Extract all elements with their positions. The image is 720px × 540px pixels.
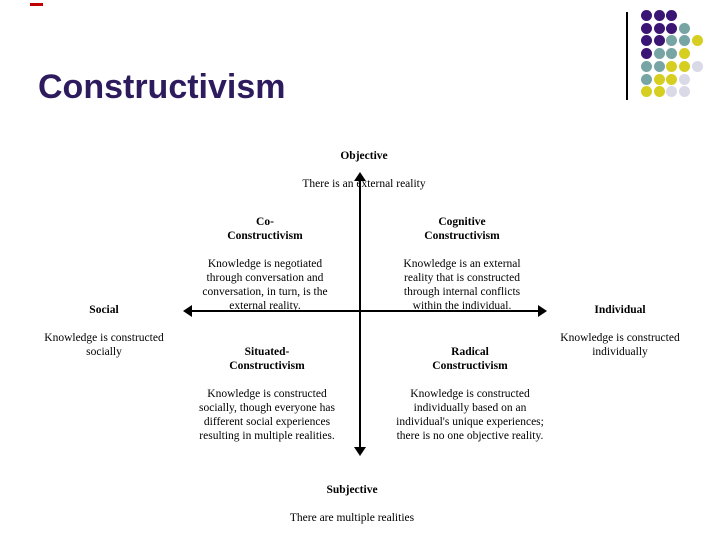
decoration-divider-line	[626, 12, 628, 100]
axis-title: Individual	[594, 304, 646, 316]
axis-title: Subjective	[326, 484, 378, 496]
decoration-dot	[653, 86, 665, 98]
arrow-down-icon	[354, 447, 366, 456]
quadrant-body: Knowledge is constructed socially, thoug…	[199, 388, 335, 442]
quadrant-body: Knowledge is constructed individually ba…	[396, 388, 544, 442]
decoration-dot	[653, 22, 665, 34]
decoration-dot	[666, 60, 678, 72]
page-title: Constructivism	[38, 68, 286, 106]
quadrant-title: Cognitive Constructivism	[424, 216, 500, 242]
axis-desc: Knowledge is constructed socially	[44, 332, 164, 358]
decoration-dot	[666, 73, 678, 85]
decoration-dot	[666, 48, 678, 60]
decoration-dot	[691, 60, 703, 72]
axis-title: Social	[89, 304, 119, 316]
decoration-dot	[641, 73, 652, 85]
decoration-dot	[691, 35, 703, 47]
decoration-dot	[679, 22, 691, 34]
vertical-axis-line	[359, 180, 361, 447]
decoration-dot	[679, 60, 691, 72]
decoration-dot	[653, 73, 665, 85]
red-dash-mark	[30, 3, 43, 6]
axis-label-individual: Individual Knowledge is constructed indi…	[530, 289, 710, 373]
quadrant-radical-constructivism: Radical Constructivism Knowledge is cons…	[380, 331, 560, 457]
decoration-dot	[666, 86, 678, 98]
arrow-right-icon	[538, 305, 547, 317]
decoration-dot	[679, 73, 691, 85]
axis-label-social: Social Knowledge is constructed socially	[14, 289, 194, 373]
decoration-dot	[641, 86, 652, 98]
quadrant-body: Knowledge is an external reality that is…	[403, 258, 521, 312]
decoration-dot	[641, 60, 652, 72]
quadrant-title: Radical Constructivism	[432, 346, 508, 372]
decoration-dot	[653, 60, 665, 72]
quadrant-situated-constructivism: Situated- Constructivism Knowledge is co…	[177, 331, 357, 457]
decoration-dot	[679, 48, 691, 60]
axis-desc: There is an external reality	[302, 178, 426, 190]
arrow-up-icon	[354, 172, 366, 181]
dots-decoration	[641, 10, 711, 105]
decoration-dot	[653, 10, 665, 21]
decoration-dot	[641, 35, 652, 47]
decoration-dot	[641, 48, 652, 60]
quadrant-title: Co- Constructivism	[227, 216, 303, 242]
decoration-dot	[653, 35, 665, 47]
decoration-dot	[679, 86, 691, 98]
decoration-dot	[641, 10, 652, 21]
horizontal-axis-line	[191, 310, 538, 312]
decoration-dot	[679, 35, 691, 47]
axis-desc: Knowledge is constructed individually	[560, 332, 680, 358]
quadrant-co-constructivism: Co- Constructivism Knowledge is negotiat…	[180, 201, 350, 327]
axis-title: Objective	[340, 150, 388, 162]
arrow-left-icon	[183, 305, 192, 317]
decoration-dot	[666, 35, 678, 47]
quadrant-title: Situated- Constructivism	[229, 346, 305, 372]
quadrant-cognitive-constructivism: Cognitive Constructivism Knowledge is an…	[377, 201, 547, 327]
decoration-dot	[666, 10, 678, 21]
decoration-dot	[666, 22, 678, 34]
axis-desc: There are multiple realities	[289, 512, 415, 524]
quadrant-body: Knowledge is negotiated through conversa…	[202, 258, 328, 312]
axis-label-subjective: Subjective There are multiple realities	[252, 469, 452, 539]
axis-label-objective: Objective There is an external reality	[264, 135, 464, 205]
decoration-dot	[653, 48, 665, 60]
decoration-dot	[641, 22, 652, 34]
